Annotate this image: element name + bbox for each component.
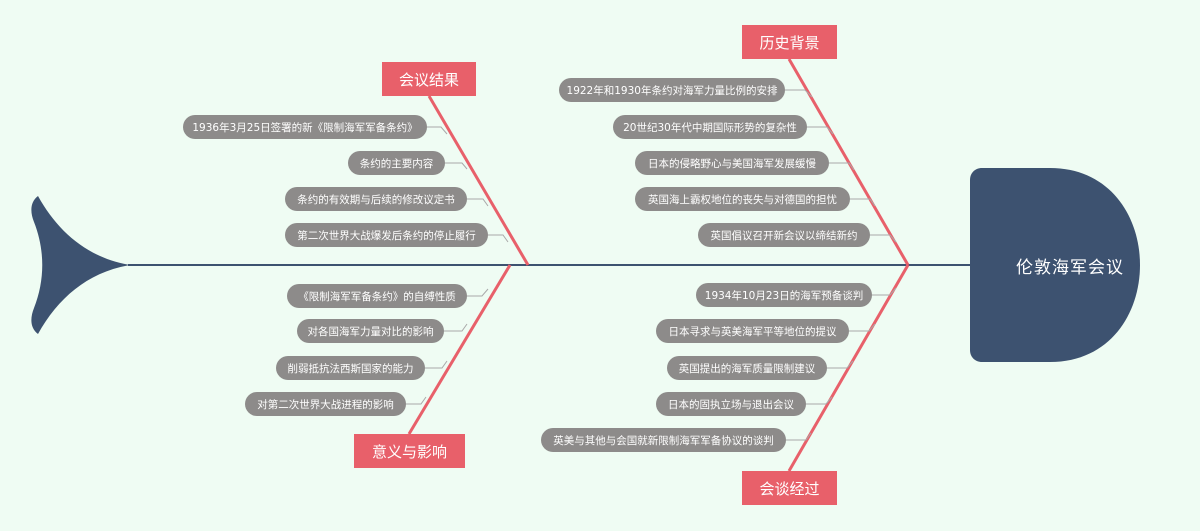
significance-impact-item[interactable]: 削弱抵抗法西斯国家的能力 [276,356,425,380]
category-history-background[interactable]: 历史背景 [742,25,837,59]
connector [467,288,489,297]
negotiation-process-item[interactable]: 日本的固执立场与退出会议 [656,392,806,416]
negotiation-process-item[interactable]: 1934年10月23日的海军预备谈判 [696,283,872,307]
negotiation-process-item[interactable]: 英国提出的海军质量限制建议 [667,356,827,380]
negotiation-process-item[interactable]: 日本寻求与英美海军平等地位的提议 [656,319,849,343]
history-background-item[interactable]: 英国倡议召开新会议以缔结新约 [698,223,870,247]
fish-head [970,168,1140,362]
connector [427,126,448,135]
connector [829,162,855,171]
bone-conference-result [427,95,530,266]
history-background-item[interactable]: 日本的侵略野心与美国海军发展缓慢 [635,151,829,175]
connector [827,360,854,369]
conference-result-item[interactable]: 条约的主要内容 [348,151,445,175]
fish-tail [31,196,131,334]
connector [870,234,897,243]
history-background-item[interactable]: 20世纪30年代中期国际形势的复杂性 [613,115,807,139]
connector [850,198,876,207]
connector [785,89,813,98]
connector [806,396,833,405]
connector [425,360,448,369]
topic-title[interactable]: 伦敦海军会议 [1016,257,1124,278]
connector [406,396,427,405]
history-background-item[interactable]: 1922年和1930年条约对海军力量比例的安排 [559,78,785,102]
category-negotiation-process[interactable]: 会谈经过 [742,471,837,505]
connector [849,323,876,332]
category-significance-impact[interactable]: 意义与影响 [354,434,465,468]
conference-result-item[interactable]: 第二次世界大战爆发后条约的停止履行 [285,223,488,247]
significance-impact-item[interactable]: 对各国海军力量对比的影响 [297,319,444,343]
connector [786,432,812,441]
negotiation-process-item[interactable]: 英美与其他与会国就新限制海军军备协议的谈判 [541,428,786,452]
connector [444,323,468,332]
bone-significance-impact [407,264,512,435]
connector [807,126,834,135]
connector [488,234,509,243]
significance-impact-item[interactable]: 对第二次世界大战进程的影响 [245,392,406,416]
connector [467,198,489,207]
conference-result-item[interactable]: 条约的有效期与后续的修改议定书 [285,187,467,211]
connector [872,287,897,296]
connector [445,162,468,170]
category-conference-result[interactable]: 会议结果 [382,62,476,96]
conference-result-item[interactable]: 1936年3月25日签署的新《限制海军军备条约》 [183,115,427,139]
significance-impact-item[interactable]: 《限制海军军备条约》的自缚性质 [287,284,467,308]
history-background-item[interactable]: 英国海上霸权地位的丧失与对德国的担忧 [635,187,850,211]
